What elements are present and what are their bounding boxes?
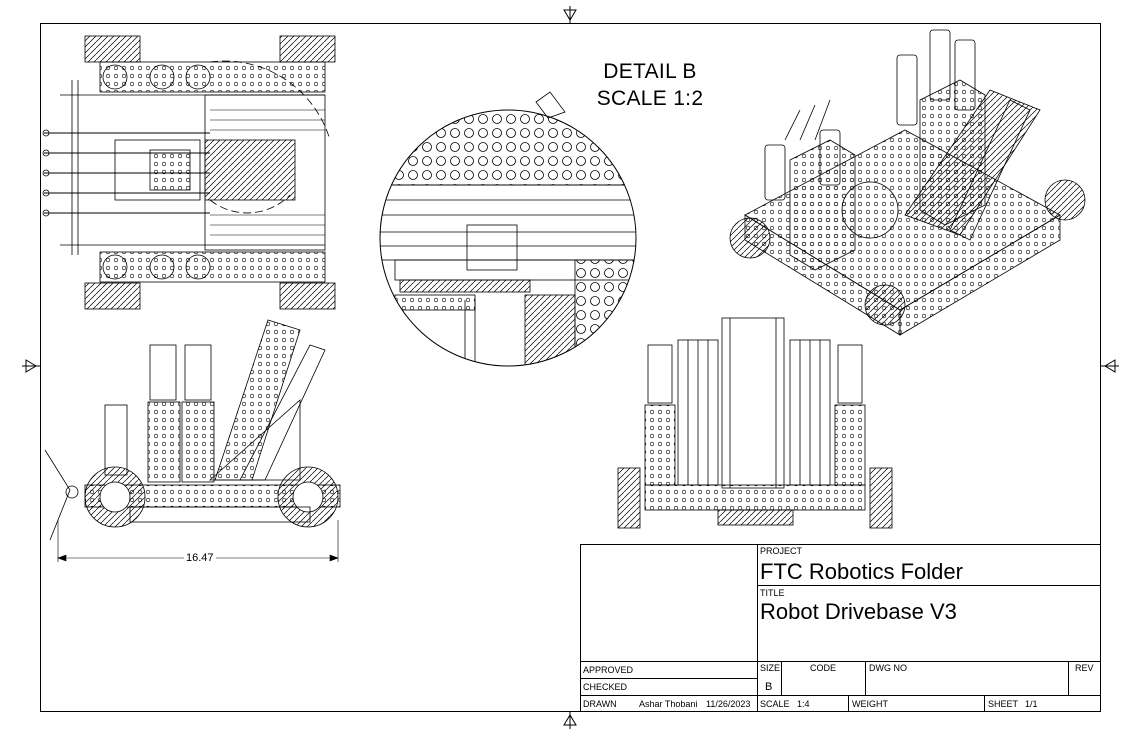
drawn-by: Ashar Thobani: [639, 699, 698, 709]
isometric-view: [729, 29, 1086, 336]
top-view: [42, 35, 336, 310]
side-view: [44, 319, 341, 562]
project-label: PROJECT: [760, 546, 803, 556]
title-block-rule: [580, 695, 1101, 696]
title-block-rule: [757, 585, 1101, 586]
sheet-value: 1/1: [1025, 699, 1038, 709]
title-block-rule: [580, 661, 1101, 662]
dwg-no-label: DWG NO: [869, 663, 907, 673]
size-label: SIZE: [760, 663, 781, 673]
title-block-divider: [757, 544, 758, 712]
drawing-border: [40, 23, 1101, 712]
approved-label: APPROVED: [583, 665, 634, 675]
overall-length-dimension: 16.47: [184, 552, 216, 564]
detail-b-view: [379, 91, 637, 367]
scale-label: SCALE: [760, 699, 790, 709]
title-block-rule: [984, 695, 985, 712]
sheet-label: SHEET: [988, 699, 1019, 709]
scale-value: 1:4: [797, 699, 810, 709]
title-block-rule: [848, 695, 849, 712]
title-block-rule: [865, 661, 866, 695]
front-view: [617, 317, 893, 529]
checked-label: CHECKED: [583, 682, 628, 692]
detail-b-title: DETAIL B: [603, 60, 697, 83]
weight-label: WEIGHT: [852, 699, 888, 709]
title-block: [580, 544, 1101, 712]
title-label: TITLE: [760, 588, 785, 598]
code-label: CODE: [810, 663, 837, 673]
drawn-date: 11/26/2023: [706, 699, 751, 709]
size-value: B: [765, 681, 773, 693]
rev-label: REV: [1075, 663, 1094, 673]
detail-b-label: DETAIL B SCALE 1:2: [575, 58, 725, 112]
title-block-rule: [781, 661, 782, 695]
frame-center-marks: [22, 6, 1119, 729]
title-block-rule: [1068, 661, 1069, 695]
project-value: FTC Robotics Folder: [760, 559, 963, 584]
drawn-label: DRAWN: [583, 699, 617, 709]
detail-b-scale: SCALE 1:2: [596, 87, 704, 110]
title-value: Robot Drivebase V3: [760, 599, 957, 624]
title-block-rule: [580, 678, 757, 679]
